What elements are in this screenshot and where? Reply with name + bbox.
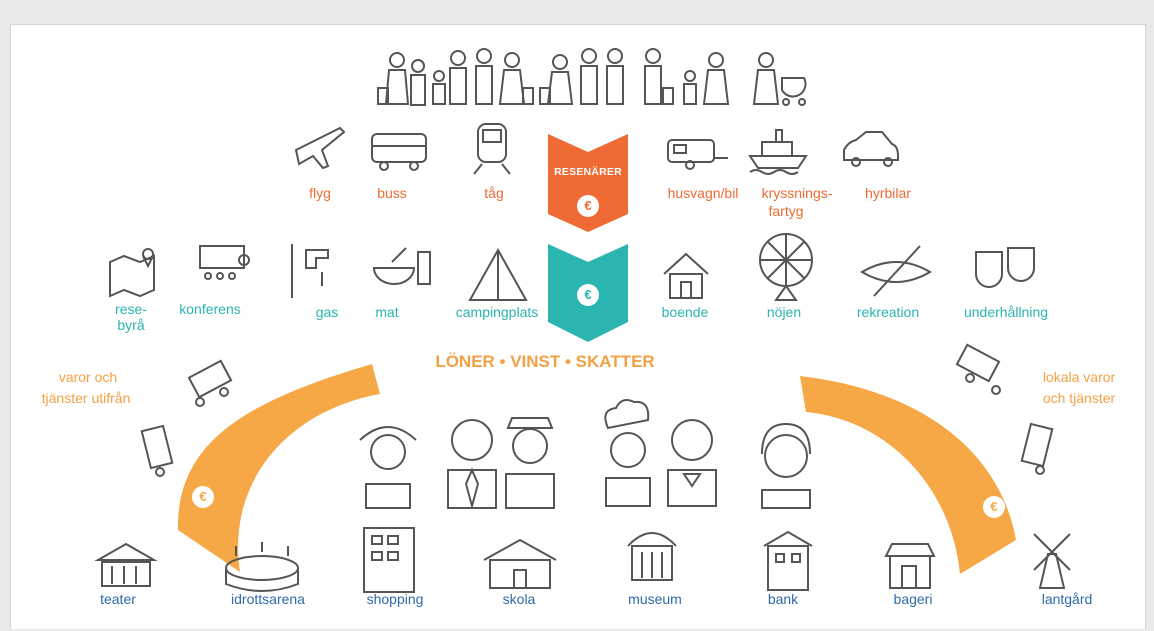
- label-train: tåg: [484, 185, 504, 201]
- shopping-building-icon: [363, 527, 415, 593]
- label-lodging: boende: [661, 304, 709, 320]
- car-icon: [843, 131, 899, 167]
- airplane-icon: [294, 126, 346, 170]
- label-cruise-line2: fartyg: [768, 203, 804, 219]
- label-agency-line2: byrå: [117, 317, 145, 333]
- euro-icon-left-arc: €: [192, 486, 214, 508]
- label-museum: museum: [628, 591, 682, 607]
- label-bank: bank: [767, 591, 799, 607]
- label-flight: flyg: [309, 185, 331, 201]
- label-camping: campingplats: [455, 304, 539, 320]
- train-icon: [473, 123, 511, 175]
- conference-icon: [199, 245, 250, 280]
- chef-icon: [604, 399, 651, 507]
- right-truck-top-icon: [955, 343, 1001, 395]
- kayak-icon: [860, 245, 932, 297]
- label-local-goods-line1: lokala varor: [1042, 369, 1116, 385]
- sailor-icon: [505, 417, 555, 509]
- windmill-icon: [1033, 533, 1071, 589]
- label-gas: gas: [315, 304, 339, 320]
- house-icon: [663, 252, 709, 299]
- label-shopping: shopping: [366, 591, 424, 607]
- bakery-icon: [884, 543, 936, 589]
- travelers-chevron: [548, 134, 628, 232]
- label-theatre: teater: [100, 591, 136, 607]
- euro-icon-right-arc: €: [983, 496, 1005, 518]
- museum-icon: [627, 532, 677, 581]
- stadium-icon: [225, 542, 299, 592]
- label-cruise-line1: kryssnings-: [761, 185, 833, 201]
- label-school: skola: [502, 591, 536, 607]
- label-entertainment: underhållning: [963, 304, 1049, 320]
- label-local-goods-line2: och tjänster: [1042, 390, 1116, 406]
- travelers-label: RESENÄRER: [554, 166, 622, 178]
- tent-icon: [468, 247, 528, 301]
- label-farm: lantgård: [1041, 591, 1093, 607]
- ferris-wheel-icon: [759, 233, 813, 301]
- theater-building-icon: [94, 542, 158, 587]
- label-rental: hyrbilar: [865, 185, 911, 201]
- farmer-icon: [359, 426, 417, 509]
- caravan-icon: [667, 139, 728, 170]
- school-icon: [483, 538, 557, 589]
- label-recreation: rekreation: [856, 304, 920, 320]
- euro-icon-teal: €: [577, 284, 599, 306]
- left-truck-bottom-icon: [140, 424, 174, 477]
- right-truck-bottom-icon: [1020, 422, 1054, 475]
- cruise-ship-icon: [748, 129, 808, 175]
- businessman-icon: [447, 419, 497, 510]
- label-outside-goods-line2: tjänster utifrån: [41, 390, 131, 406]
- travelers-icon: [377, 48, 807, 106]
- label-agency-line1: rese-: [115, 301, 147, 317]
- flow-text: LÖNER • VINST • SKATTER: [435, 352, 655, 371]
- food-bowl-icon: [372, 247, 431, 285]
- theater-masks-icon: [975, 247, 1035, 288]
- label-bus: buss: [377, 185, 407, 201]
- outside-goods-arc: [177, 364, 380, 572]
- waiter-icon: [667, 419, 717, 507]
- label-caravan: husvagn/bil: [667, 185, 739, 201]
- local-goods-arc: [800, 376, 1016, 574]
- label-bakery: bageri: [893, 591, 933, 607]
- label-amusement: nöjen: [766, 304, 802, 320]
- call-center-icon: [761, 422, 811, 509]
- euro-icon-orange: €: [577, 195, 599, 217]
- label-conference: konferens: [179, 301, 241, 317]
- left-truck-top-icon: [187, 359, 233, 407]
- label-outside-goods-line1: varor och: [58, 369, 118, 385]
- bank-building-icon: [763, 530, 813, 591]
- gas-pump-icon: [291, 244, 329, 298]
- map-pin-icon: [109, 248, 155, 298]
- bus-icon: [371, 133, 427, 171]
- label-food: mat: [375, 304, 399, 320]
- label-arena: idrottsarena: [231, 591, 305, 607]
